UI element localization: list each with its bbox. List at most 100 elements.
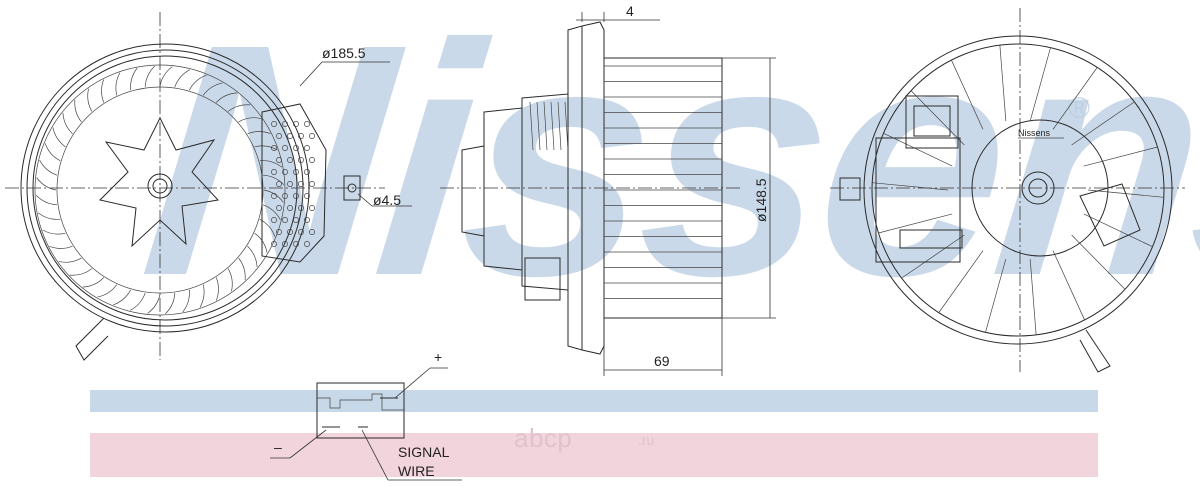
rear-spoke (951, 59, 984, 130)
blue-band (90, 390, 1098, 412)
rear-plug-socket (913, 105, 951, 137)
fan-blade (35, 195, 58, 206)
fan-blade (130, 292, 146, 311)
module-hole (276, 229, 282, 235)
signal-leader (361, 429, 389, 481)
fan-blade (238, 117, 262, 123)
fan-blade (147, 293, 161, 314)
module-hole (293, 121, 299, 127)
rear-control-box (875, 137, 961, 263)
dim-flange-offset: 4 (626, 3, 634, 19)
module-hole (282, 193, 288, 199)
fan-blade (115, 72, 121, 96)
fan-blade (247, 131, 271, 135)
module-hole (271, 193, 277, 199)
module-hole (282, 121, 288, 127)
motor-fin (543, 101, 548, 151)
rear-bracket (1079, 183, 1141, 247)
module-hole (293, 193, 299, 199)
module-hole (298, 181, 304, 187)
rear-spoke (1052, 67, 1098, 130)
fan-blade (62, 112, 73, 135)
module-hole (287, 205, 293, 211)
fan-blade (247, 245, 258, 268)
resistor-module (261, 103, 327, 263)
module-hole (271, 121, 277, 127)
fan-blade (202, 82, 223, 96)
pink-band (90, 433, 1098, 477)
fan-blade (215, 92, 238, 103)
signal-label-line1: SIGNAL (398, 444, 450, 460)
fan-blade (130, 67, 138, 91)
module-hole (293, 145, 299, 151)
module-hole (304, 145, 310, 151)
module-hole (271, 217, 277, 223)
module-hole (304, 121, 310, 127)
connector-body (316, 382, 405, 439)
module-hole (271, 145, 277, 151)
module-hole (304, 193, 310, 199)
module-hole (287, 133, 293, 139)
impeller-hub (99, 116, 219, 248)
fan-blade (259, 160, 283, 168)
module-hole (309, 157, 315, 163)
blade-outer-ring (34, 64, 286, 316)
dim-depth: 69 (654, 353, 670, 369)
fan-blade (52, 127, 66, 148)
signal-label-line2: WIRE (398, 463, 435, 479)
side-connector (524, 257, 561, 301)
rear-outer-ring (863, 35, 1173, 345)
module-hole (276, 133, 282, 139)
motor-cap (483, 107, 523, 271)
connector-inner-profile (317, 393, 404, 411)
module-hole (304, 169, 310, 175)
module-hole (309, 181, 315, 187)
abcp-watermark: abcp (514, 423, 573, 453)
fan-blade (238, 257, 246, 281)
outer-housing (20, 43, 310, 333)
abcp-suffix: .ru (638, 432, 655, 448)
rear-spoke (985, 258, 1007, 333)
rear-view: Nissens (830, 8, 1185, 373)
rear-spoke (1029, 258, 1037, 335)
rear-brand-label: Nissens (1018, 128, 1051, 138)
module-hole (309, 205, 315, 211)
rear-inner-ring (871, 43, 1165, 337)
motor-end (461, 145, 485, 237)
fan-blade (262, 204, 281, 220)
rear-spoke (1071, 101, 1135, 146)
module-hole (309, 229, 315, 235)
dim-outer-leader (299, 61, 323, 87)
fan-blade (113, 289, 132, 306)
front-view: ø185.5 ø4.5 (5, 12, 412, 361)
module-hole (282, 217, 288, 223)
front-bottom-tab (75, 317, 109, 361)
motor-fin (529, 101, 534, 151)
module-hole (282, 241, 288, 247)
fan-blade (74, 99, 82, 123)
plus-label: + (434, 349, 442, 365)
fan-blade (254, 145, 278, 151)
fan-blade (174, 69, 190, 88)
rear-spoke (1029, 47, 1051, 122)
connector-schematic: + – SIGNAL WIRE (270, 349, 462, 481)
rear-spokes (872, 45, 1164, 335)
rear-spoke (938, 250, 984, 313)
module-holes (271, 121, 315, 247)
rear-spoke (999, 45, 1007, 122)
motor-fin (550, 101, 555, 151)
minus-leader (289, 429, 327, 459)
fan-blade (39, 160, 58, 176)
module-hole (287, 157, 293, 163)
module-hole (304, 217, 310, 223)
fan-blade (199, 284, 205, 308)
housing-inner-rim (32, 55, 298, 321)
module-hole (282, 145, 288, 151)
module-hole (298, 229, 304, 235)
fan-blade (144, 65, 155, 88)
fan-blade (227, 104, 251, 112)
dim-motor-diameter: ø148.5 (753, 178, 769, 222)
hub-ring (147, 173, 173, 199)
